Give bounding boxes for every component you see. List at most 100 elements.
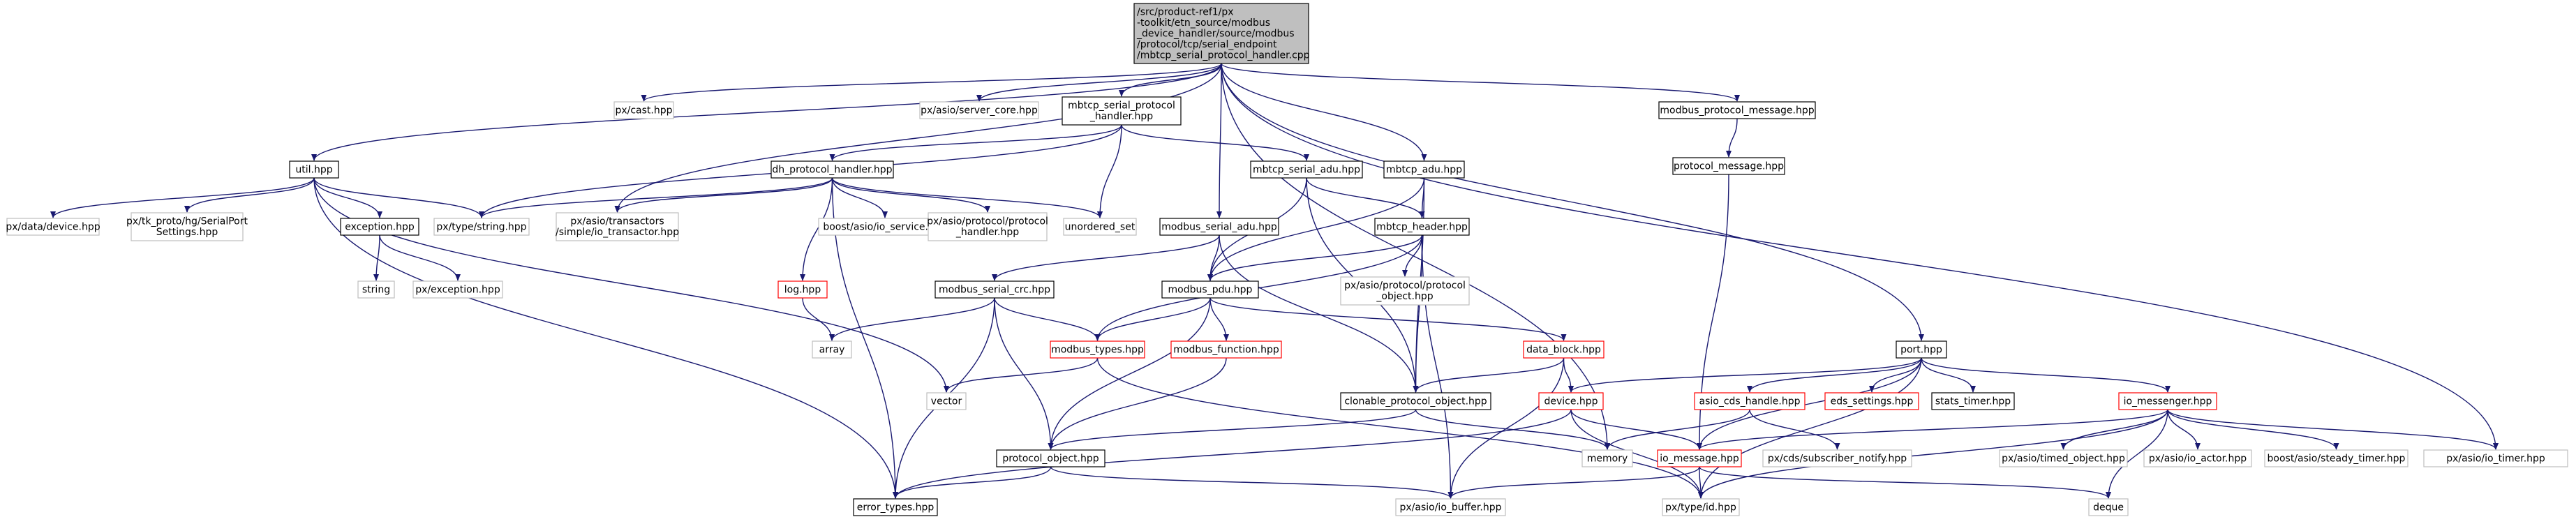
node-port[interactable]: port.hpp <box>1896 340 1947 359</box>
node-label: unordered_set <box>1065 221 1136 232</box>
edge-modbus-function-to-protocol-object <box>1048 357 1227 450</box>
node-box <box>996 449 1105 467</box>
node-timed-object[interactable]: px/asio/timed_object.hpp <box>1999 449 2128 467</box>
edge-port-to-stats-timer <box>1921 357 1976 393</box>
node-error-types[interactable]: error_types.hpp <box>853 498 938 516</box>
edge-root-to-modbus-protocol-message <box>1221 63 1740 102</box>
node-modbus-serial-adu[interactable]: modbus_serial_adu.hpp <box>1159 218 1279 236</box>
node-steady-timer[interactable]: boost/asio/steady_timer.hpp <box>2264 449 2409 467</box>
node-protocol-object-ext[interactable]: px/asio/protocol/protocol_object.hpp <box>1340 276 1470 306</box>
edge-data-block-to-device <box>1563 357 1574 393</box>
node-string-std[interactable]: string <box>357 280 395 299</box>
node-px-exception[interactable]: px/exception.hpp <box>412 280 503 299</box>
node-box <box>289 160 339 179</box>
edge-clonable-protocol-object-to-protocol-object <box>1048 409 1417 450</box>
edge-device-to-io-message <box>1570 409 1702 450</box>
edge-port-to-io-messenger <box>1921 357 2171 393</box>
node-box <box>1999 449 2128 467</box>
node-box <box>1658 101 1816 119</box>
edge-modbus-serial-adu-to-clonable-protocol-object <box>1219 234 1419 393</box>
node-box <box>770 160 894 179</box>
node-modbus-pdu[interactable]: modbus_pdu.hpp <box>1161 280 1259 299</box>
node-label: Settings.hpp <box>156 227 218 238</box>
edge-root-to-modbus-serial-adu <box>1216 63 1223 218</box>
node-io-buffer[interactable]: px/asio/io_buffer.hpp <box>1395 498 1506 516</box>
node-stats-timer[interactable]: stats_timer.hpp <box>1931 392 2015 410</box>
edge-modbus-types-to-vector <box>944 357 1099 393</box>
edge-mbtcp-header-to-modbus-pdu <box>1207 234 1423 281</box>
edge-root-to-util <box>311 63 1222 161</box>
node-label: px/asio/timed_object.hpp <box>2002 453 2125 464</box>
node-unordered-set[interactable]: unordered_set <box>1063 218 1137 236</box>
node-subscriber-notify[interactable]: px/cds/subscriber_notify.hpp <box>1762 449 1912 467</box>
node-modbus-protocol-message[interactable]: modbus_protocol_message.hpp <box>1658 101 1816 119</box>
node-box <box>1250 160 1363 179</box>
node-protocol-object[interactable]: protocol_object.hpp <box>996 449 1105 467</box>
node-io-timer[interactable]: px/asio/io_timer.hpp <box>2423 449 2568 467</box>
node-memory[interactable]: memory <box>1581 449 1633 467</box>
node-root[interactable]: /src/product-ref1/px-toolkit/etn_source/… <box>1133 3 1310 64</box>
edge-root-to-mbtcp-adu <box>1221 63 1427 161</box>
node-modbus-types[interactable]: modbus_types.hpp <box>1050 340 1145 359</box>
node-log[interactable]: log.hpp <box>777 280 828 299</box>
node-device[interactable]: device.hpp <box>1538 392 1604 410</box>
node-box <box>6 218 100 236</box>
node-label: _handler.hpp <box>1089 111 1153 122</box>
node-label: device.hpp <box>1544 396 1598 407</box>
edge-data-block-to-clonable-protocol-object <box>1413 357 1565 393</box>
edge-io-messenger-to-px-id <box>1698 409 2168 499</box>
node-box <box>1672 157 1785 175</box>
node-label: /simple/io_transactor.hpp <box>556 227 679 238</box>
node-modbus-function[interactable]: modbus_function.hpp <box>1170 340 1282 359</box>
node-label: px/type/string.hpp <box>436 221 526 232</box>
node-label: px/exception.hpp <box>415 284 500 295</box>
node-server-core[interactable]: px/asio/server_core.hpp <box>919 101 1039 119</box>
edge-mbtcp-adu-to-modbus-pdu <box>1207 177 1425 281</box>
node-box <box>556 212 679 241</box>
node-label: /protocol/tcp/serial_endpoint <box>1137 39 1277 50</box>
node-io-actor[interactable]: px/asio/io_actor.hpp <box>2143 449 2252 467</box>
edge-root-to-server-core <box>976 63 1222 102</box>
node-px-id[interactable]: px/type/id.hpp <box>1662 498 1740 516</box>
node-label: px/data/device.hpp <box>6 221 100 232</box>
edge-modbus-pdu-to-modbus-types <box>1094 297 1211 341</box>
node-deque[interactable]: deque <box>2088 498 2129 516</box>
node-label: px/asio/transactors <box>570 216 664 227</box>
node-eds-settings[interactable]: eds_settings.hpp <box>1824 392 1919 410</box>
node-exception[interactable]: exception.hpp <box>340 218 419 236</box>
node-mbtcp-header[interactable]: mbtcp_header.hpp <box>1374 218 1470 236</box>
node-px-string[interactable]: px/type/string.hpp <box>433 218 530 236</box>
edge-io-messenger-to-io-actor <box>2167 409 2201 450</box>
node-io-message[interactable]: io_message.hpp <box>1657 449 1742 467</box>
node-pxprotocol-handler[interactable]: px/asio/protocol/protocol_handler.hpp <box>927 212 1048 241</box>
node-label: clonable_protocol_object.hpp <box>1344 396 1487 407</box>
node-asio-cds-handle[interactable]: asio_cds_handle.hpp <box>1694 392 1806 410</box>
node-label: _object.hpp <box>1376 291 1433 302</box>
node-io-messenger[interactable]: io_messenger.hpp <box>2118 392 2217 410</box>
edge-protocol-object-to-error-types <box>893 466 1052 499</box>
node-dh-protocol-handler[interactable]: dh_protocol_handler.hpp <box>770 160 894 179</box>
node-mbtcp-serial-adu[interactable]: mbtcp_serial_adu.hpp <box>1250 160 1363 179</box>
node-io-transactor[interactable]: px/asio/transactors/simple/io_transactor… <box>556 212 679 241</box>
edge-root-to-port <box>1221 63 1924 341</box>
node-box <box>1133 3 1309 64</box>
edge-util-to-exception <box>313 177 382 218</box>
node-modbus-serial-crc[interactable]: modbus_serial_crc.hpp <box>935 280 1055 299</box>
node-box <box>412 280 503 299</box>
nodes-layer: /src/product-ref1/px-toolkit/etn_source/… <box>6 3 2568 516</box>
node-util[interactable]: util.hpp <box>289 160 339 179</box>
node-label: boost/asio/steady_timer.hpp <box>2268 453 2406 464</box>
node-box <box>1538 392 1604 410</box>
node-cast[interactable]: px/cast.hpp <box>613 101 674 119</box>
node-clonable-protocol-object[interactable]: clonable_protocol_object.hpp <box>1340 392 1491 410</box>
node-mbtcp-serial-protocol-handler[interactable]: mbtcp_serial_protocol_handler.hpp <box>1062 96 1182 126</box>
node-protocol-message[interactable]: protocol_message.hpp <box>1672 157 1785 175</box>
node-device-ext[interactable]: px/data/device.hpp <box>6 218 100 236</box>
node-data-block[interactable]: data_block.hpp <box>1523 340 1605 359</box>
node-array[interactable]: array <box>812 340 852 359</box>
node-mbtcp-adu[interactable]: mbtcp_adu.hpp <box>1383 160 1465 179</box>
node-box <box>2423 449 2568 467</box>
node-vector[interactable]: vector <box>926 392 967 410</box>
edge-modbus-pdu-to-data-block <box>1209 297 1567 341</box>
